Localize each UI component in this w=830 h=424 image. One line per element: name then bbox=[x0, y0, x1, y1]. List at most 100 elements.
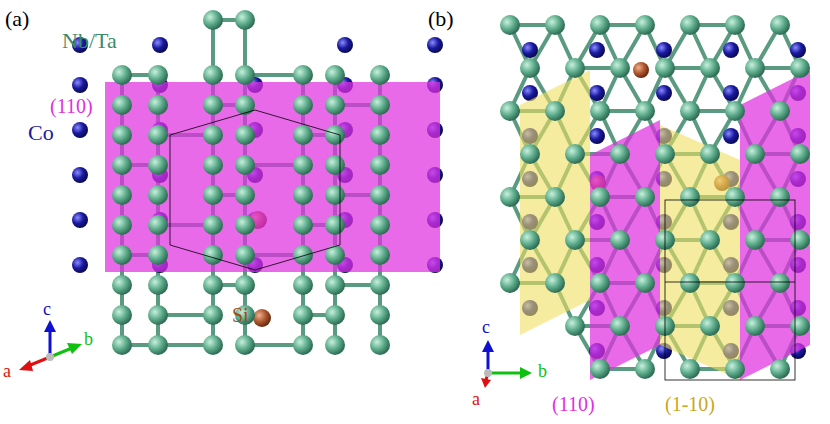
cobalt-atom bbox=[790, 42, 806, 58]
niobium-atom bbox=[203, 65, 223, 85]
panel-label: (b) bbox=[428, 8, 454, 30]
niobium-atom bbox=[370, 155, 390, 175]
niobium-atom bbox=[790, 144, 810, 164]
niobium-atom bbox=[112, 125, 132, 145]
niobium-atom bbox=[203, 275, 223, 295]
niobium-atom bbox=[325, 245, 345, 265]
niobium-atom bbox=[235, 155, 255, 175]
niobium-atom bbox=[112, 245, 132, 265]
cobalt-atom bbox=[72, 77, 88, 93]
niobium-atom bbox=[325, 305, 345, 325]
niobium-atom bbox=[325, 95, 345, 115]
niobium-atom bbox=[500, 15, 520, 35]
niobium-atom bbox=[610, 58, 630, 78]
niobium-atom bbox=[235, 335, 255, 355]
niobium-atom bbox=[700, 316, 720, 336]
niobium-atom bbox=[700, 144, 720, 164]
cobalt-atom bbox=[337, 37, 353, 53]
niobium-atom bbox=[325, 275, 345, 295]
niobium-atom bbox=[370, 305, 390, 325]
niobium-atom bbox=[293, 125, 313, 145]
niobium-atom bbox=[370, 125, 390, 145]
niobium-atom bbox=[293, 65, 313, 85]
plane-label: (1-10) bbox=[665, 394, 715, 414]
niobium-atom bbox=[235, 275, 255, 295]
niobium-atom bbox=[203, 245, 223, 265]
lattice-plane bbox=[105, 82, 440, 272]
niobium-atom bbox=[680, 15, 700, 35]
unit-cell bbox=[665, 282, 795, 283]
niobium-atom bbox=[148, 155, 168, 175]
niobium-atom bbox=[635, 273, 655, 293]
cobalt-atom bbox=[589, 42, 605, 58]
niobium-atom bbox=[790, 316, 810, 336]
niobium-atom bbox=[235, 215, 255, 235]
axis-label: c bbox=[43, 300, 51, 318]
niobium-atom bbox=[148, 275, 168, 295]
unit-cell bbox=[170, 110, 340, 270]
niobium-atom bbox=[235, 185, 255, 205]
plane-label: (110) bbox=[50, 96, 93, 116]
niobium-atom bbox=[148, 65, 168, 85]
niobium-atom bbox=[545, 273, 565, 293]
niobium-atom bbox=[680, 359, 700, 379]
cobalt-atom bbox=[72, 257, 88, 273]
niobium-atom bbox=[148, 305, 168, 325]
cobalt-atom bbox=[152, 37, 168, 53]
niobium-atom bbox=[545, 101, 565, 121]
niobium-atom bbox=[610, 230, 630, 250]
silicon-atom bbox=[633, 62, 649, 78]
niobium-atom bbox=[325, 155, 345, 175]
niobium-atom bbox=[725, 273, 745, 293]
niobium-atom bbox=[655, 144, 675, 164]
cobalt-atom bbox=[589, 85, 605, 101]
niobium-atom bbox=[790, 230, 810, 250]
axis-label: a bbox=[3, 362, 11, 380]
niobium-atom bbox=[700, 58, 720, 78]
axis-label: b bbox=[84, 330, 93, 348]
unit-cell bbox=[665, 200, 795, 380]
niobium-atom bbox=[203, 125, 223, 145]
niobium-atom bbox=[112, 95, 132, 115]
cobalt-atom bbox=[656, 42, 672, 58]
niobium-atom bbox=[770, 15, 790, 35]
niobium-atom bbox=[325, 335, 345, 355]
niobium-atom bbox=[725, 359, 745, 379]
niobium-atom bbox=[635, 359, 655, 379]
niobium-atom bbox=[370, 65, 390, 85]
niobium-atom bbox=[770, 101, 790, 121]
axis-triad bbox=[19, 320, 82, 371]
niobium-atom bbox=[235, 125, 255, 145]
axis-label: b bbox=[538, 362, 547, 380]
niobium-atom bbox=[325, 185, 345, 205]
niobium-atom bbox=[520, 144, 540, 164]
cobalt-atom bbox=[72, 122, 88, 138]
niobium-atom bbox=[745, 144, 765, 164]
niobium-atom bbox=[655, 58, 675, 78]
axis-label: a bbox=[472, 390, 480, 408]
niobium-atom bbox=[500, 101, 520, 121]
panel-label: (a) bbox=[5, 8, 29, 30]
niobium-atom bbox=[370, 335, 390, 355]
niobium-atom bbox=[235, 65, 255, 85]
niobium-atom bbox=[770, 273, 790, 293]
niobium-atom bbox=[235, 245, 255, 265]
niobium-atom bbox=[745, 58, 765, 78]
niobium-atom bbox=[680, 101, 700, 121]
niobium-atom bbox=[293, 95, 313, 115]
niobium-atom bbox=[203, 305, 223, 325]
niobium-atom bbox=[370, 275, 390, 295]
niobium-atom bbox=[590, 273, 610, 293]
niobium-atom bbox=[203, 185, 223, 205]
cobalt-atom bbox=[589, 128, 605, 144]
niobium-atom bbox=[203, 10, 223, 30]
atom-label: Si bbox=[232, 305, 249, 325]
niobium-atom bbox=[148, 185, 168, 205]
axis-triad bbox=[481, 340, 532, 388]
niobium-atom bbox=[370, 95, 390, 115]
niobium-atom bbox=[203, 95, 223, 115]
niobium-atom bbox=[293, 215, 313, 235]
atom-label: Co bbox=[28, 122, 54, 144]
niobium-atom bbox=[370, 245, 390, 265]
cobalt-atom bbox=[522, 42, 538, 58]
